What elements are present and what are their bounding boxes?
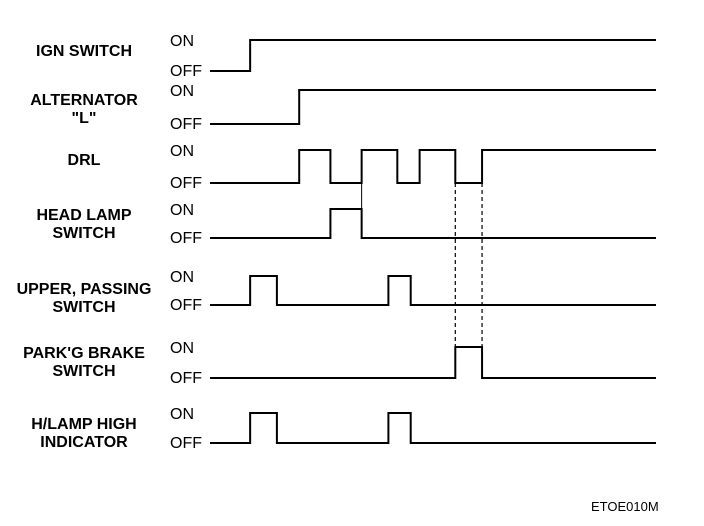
ign-switch-waveform bbox=[210, 39, 656, 72]
alternator-l-off-label: OFF bbox=[170, 116, 202, 133]
head-lamp-switch-off-label: OFF bbox=[170, 230, 202, 247]
drl-off-label: OFF bbox=[170, 175, 202, 192]
alternator-l-label-line-1: ALTERNATOR bbox=[30, 92, 138, 109]
ign-switch-label-line-1: IGN SWITCH bbox=[36, 43, 132, 60]
signal-links bbox=[330, 182, 483, 347]
alternator-l-on-label: ON bbox=[170, 83, 194, 100]
drl-waveform bbox=[210, 149, 656, 184]
parking-brake-switch-label-line-2: SWITCH bbox=[52, 363, 115, 380]
upper-passing-switch-label-line-1: UPPER, PASSING bbox=[17, 281, 152, 298]
parking-brake-switch-on-label: ON bbox=[170, 340, 194, 357]
drl-label-line-1: DRL bbox=[68, 152, 101, 169]
ign-switch-off-label: OFF bbox=[170, 63, 202, 80]
hlamp-high-indicator-label-line-1: H/LAMP HIGH bbox=[31, 416, 136, 433]
parking-brake-switch-label-line-1: PARK'G BRAKE bbox=[23, 345, 145, 362]
upper-passing-switch-on-label: ON bbox=[170, 269, 194, 286]
hlamp-high-indicator-off-label: OFF bbox=[170, 435, 202, 452]
ign-switch-on-label: ON bbox=[170, 33, 194, 50]
drl-on-label: ON bbox=[170, 143, 194, 160]
upper-passing-switch-label-line-2: SWITCH bbox=[52, 299, 115, 316]
upper-passing-switch-off-label: OFF bbox=[170, 297, 202, 314]
upper-passing-switch-waveform bbox=[210, 275, 656, 306]
alternator-l-label-line-2: "L" bbox=[72, 110, 97, 127]
head-lamp-switch-label-line-1: HEAD LAMP bbox=[36, 207, 131, 224]
head-lamp-switch-waveform bbox=[210, 208, 656, 239]
hlamp-high-indicator-on-label: ON bbox=[170, 406, 194, 423]
parking-brake-switch-waveform bbox=[210, 346, 656, 379]
signal-waveforms bbox=[210, 39, 656, 444]
hlamp-high-indicator-waveform bbox=[210, 412, 656, 444]
head-lamp-switch-label-line-2: SWITCH bbox=[52, 225, 115, 242]
head-lamp-switch-on-label: ON bbox=[170, 202, 194, 219]
hlamp-high-indicator-label-line-2: INDICATOR bbox=[40, 434, 128, 451]
parking-brake-switch-off-label: OFF bbox=[170, 370, 202, 387]
figure-code: ETOE010M bbox=[591, 499, 659, 514]
alternator-l-waveform bbox=[210, 89, 656, 125]
signal-labels: IGN SWITCH ON OFF ALTERNATOR"L" ON OFF DRL ON OF… bbox=[17, 33, 203, 452]
